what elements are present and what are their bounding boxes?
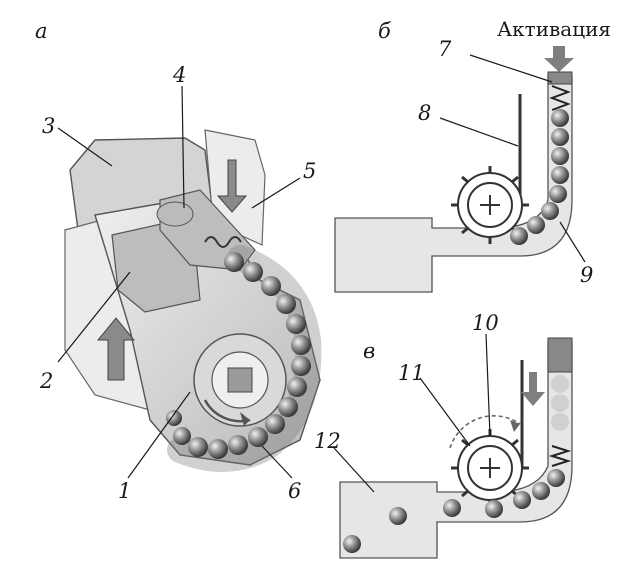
ball <box>278 397 298 417</box>
spring-icon <box>204 236 242 248</box>
ball <box>243 262 263 282</box>
ball-ghost <box>551 375 569 393</box>
ball-ghost <box>551 394 569 412</box>
generator-piston-c <box>547 337 573 373</box>
leader-10 <box>485 333 491 437</box>
panel-c: в 1 <box>314 311 573 559</box>
panel-a-letter: а <box>35 19 48 43</box>
tube-housing-b <box>334 75 573 293</box>
panel-b-letter: б <box>378 19 391 43</box>
ball <box>510 227 528 245</box>
ball <box>513 491 531 509</box>
ball <box>532 482 550 500</box>
leader-11 <box>419 377 471 447</box>
leader-4 <box>181 85 185 209</box>
rotation-arc-icon <box>449 415 521 449</box>
ball <box>276 294 296 314</box>
label-1: 1 <box>118 479 131 503</box>
ball <box>166 410 182 426</box>
leader-1 <box>127 391 191 479</box>
panel-c-letter: в <box>363 339 375 363</box>
ball <box>551 128 569 146</box>
activation-label: Активация <box>497 17 611 41</box>
ball <box>551 109 569 127</box>
balls-c <box>343 469 565 553</box>
ball <box>343 535 361 553</box>
ball <box>389 507 407 525</box>
label-5: 5 <box>303 159 316 183</box>
ball <box>228 435 248 455</box>
ball <box>173 427 191 445</box>
up-arrow-icon <box>96 317 136 381</box>
ball <box>551 147 569 165</box>
ball <box>527 216 545 234</box>
ball <box>551 166 569 184</box>
ball <box>549 185 567 203</box>
sprocket-teeth-b <box>451 166 529 244</box>
ball <box>248 427 268 447</box>
balls-a <box>166 252 311 459</box>
label-4: 4 <box>172 63 186 87</box>
label-7: 7 <box>438 37 452 61</box>
panel-b: б Активация 7 8 <box>334 17 611 293</box>
leader-3 <box>57 127 113 167</box>
ball <box>485 500 503 518</box>
label-12: 12 <box>314 429 341 453</box>
activation-arrow-icon <box>544 46 574 72</box>
faded-balls-c <box>551 375 569 431</box>
down-arrow-icon <box>216 159 248 213</box>
label-11: 11 <box>398 361 425 385</box>
leader-7 <box>469 54 553 83</box>
tube-housing-c <box>339 341 573 559</box>
leader-6 <box>261 445 293 479</box>
label-3: 3 <box>42 114 55 138</box>
ball <box>541 202 559 220</box>
ball <box>261 276 281 296</box>
ball <box>291 356 311 376</box>
ball <box>287 377 307 397</box>
leader-5 <box>251 177 301 209</box>
spring-icon-b <box>549 85 571 111</box>
label-6: 6 <box>288 479 301 503</box>
leader-9 <box>559 221 586 263</box>
ball <box>208 439 228 459</box>
ball-channel <box>167 245 322 472</box>
label-9: 9 <box>580 263 593 287</box>
generator-cap <box>156 201 194 227</box>
ball <box>443 499 461 517</box>
rotation-arc-head <box>510 420 520 432</box>
leader-8 <box>439 117 519 147</box>
panel-a: а <box>35 19 322 503</box>
label-10: 10 <box>472 311 499 335</box>
label-2: 2 <box>39 369 53 393</box>
balls-b <box>510 109 569 245</box>
label-8: 8 <box>418 101 431 125</box>
ball <box>188 437 208 457</box>
ball <box>286 314 306 334</box>
leader-2 <box>57 271 131 363</box>
ball <box>224 252 244 272</box>
rotation-arrow-head <box>240 412 250 426</box>
leader-12 <box>333 447 375 493</box>
generator-piston-b <box>547 71 573 85</box>
ball-ghost <box>551 413 569 431</box>
spring-icon-c <box>548 445 572 467</box>
ball <box>547 469 565 487</box>
ball <box>291 335 311 355</box>
spindle-square <box>227 367 253 393</box>
push-arrow-icon <box>521 372 545 406</box>
ball <box>265 414 285 434</box>
